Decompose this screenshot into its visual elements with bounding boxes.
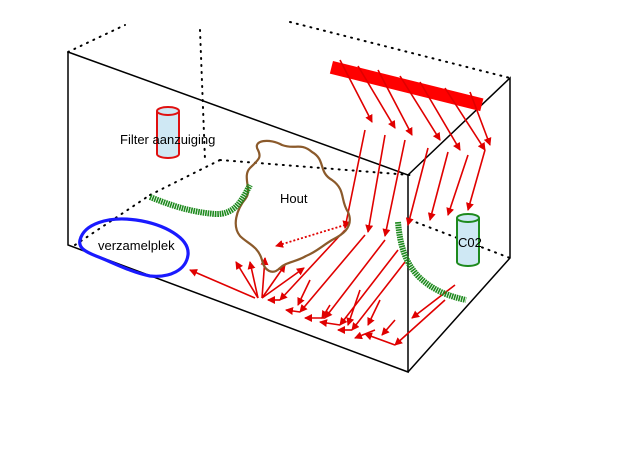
heat-arrow — [346, 289, 361, 326]
heat-arrow — [365, 134, 386, 233]
co2-label: C02 — [458, 235, 482, 250]
heat-arrow — [285, 307, 301, 315]
collection-label: verzamelplek — [98, 238, 175, 253]
heat-arrow — [321, 304, 331, 319]
heat-arrow — [469, 91, 492, 146]
heat-arrow — [466, 149, 486, 211]
heat-arrow — [297, 279, 311, 306]
heat-arrow — [339, 249, 399, 326]
heat-arrow — [427, 151, 449, 221]
heat-arrow — [364, 332, 396, 346]
co2-cylinder-icon — [456, 213, 480, 267]
heat-arrow — [382, 139, 406, 237]
green-edge-left — [148, 183, 253, 217]
heat-arrows — [189, 59, 492, 346]
heat-arrow — [235, 261, 259, 299]
collection-outline — [78, 217, 190, 278]
green-edges — [148, 183, 467, 303]
heat-arrow — [444, 87, 486, 151]
filter-cylinder-icon — [156, 106, 180, 159]
heat-arrow — [189, 269, 256, 299]
filter-label: Filter aanzuiging — [120, 132, 215, 147]
heat-arrow — [319, 319, 341, 327]
heat-arrow — [405, 147, 429, 226]
heat-arrow — [247, 261, 259, 299]
heat-arrow — [261, 264, 286, 299]
heat-arrow — [351, 261, 406, 331]
heat-arrow — [411, 284, 456, 319]
heat-arrow — [394, 299, 446, 346]
heat-arrow — [446, 154, 469, 216]
heat-arrow — [399, 75, 441, 141]
heat-arrow — [354, 329, 376, 340]
heat-arrow — [279, 229, 346, 301]
box-hidden-edges — [67, 21, 511, 259]
green-edge-right — [395, 221, 467, 303]
heat-arrow — [357, 65, 396, 129]
heat-arrow — [381, 319, 396, 336]
heat-arrow — [367, 299, 381, 326]
wood-label: Hout — [280, 191, 308, 206]
dotted-heat-arrow — [275, 224, 346, 248]
heat-arrow — [339, 59, 373, 123]
wood-outline — [234, 139, 351, 273]
box-outline — [67, 51, 511, 374]
heat-arrow — [377, 69, 413, 136]
heat-arrow — [261, 267, 305, 299]
heat-arrow — [324, 239, 386, 319]
heat-arrow — [299, 234, 366, 313]
heat-arrow — [419, 81, 461, 151]
